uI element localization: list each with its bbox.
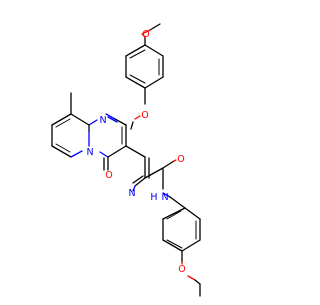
bond	[132, 185, 136, 192]
bond	[162, 207, 186, 220]
bond	[132, 175, 144, 184]
bond	[141, 29, 151, 35]
bond	[162, 160, 175, 169]
bond	[125, 76, 146, 89]
bond	[55, 118, 71, 128]
atom-labels: O O N N O N O N H O	[86, 29, 185, 275]
bond	[129, 49, 146, 59]
bond	[169, 196, 186, 209]
bond	[107, 145, 127, 158]
amide-nitrogen-label: N	[161, 192, 168, 203]
molecule-canvas: O O N N O N O N H O	[51, 23, 201, 297]
bond	[125, 44, 146, 57]
ethoxy-oxygen-label: O	[178, 264, 185, 275]
ring-nitrogen-bridge-label: N	[86, 147, 93, 158]
ether-oxygen-label: O	[141, 110, 148, 121]
bond	[194, 279, 201, 285]
bond	[70, 150, 83, 158]
bond	[173, 159, 177, 162]
bond	[105, 113, 116, 120]
bond	[187, 275, 196, 281]
bond	[55, 143, 71, 153]
bond	[129, 74, 146, 84]
amide-oxygen-label: O	[177, 154, 184, 165]
bond	[130, 121, 134, 130]
methoxy-oxygen-label: O	[142, 29, 149, 40]
bond	[142, 34, 146, 38]
ring-nitrogen-top-label: N	[99, 115, 106, 126]
bond	[125, 145, 146, 158]
bond	[144, 167, 164, 179]
ketone-oxygen-label: O	[105, 170, 112, 181]
bonds	[51, 23, 201, 297]
bond	[162, 192, 171, 198]
bond	[107, 116, 118, 123]
bond	[144, 76, 164, 89]
bond	[51, 145, 72, 158]
bond	[166, 239, 183, 249]
bond	[114, 118, 127, 126]
bond	[144, 44, 164, 57]
bond	[162, 239, 183, 252]
bond	[184, 207, 201, 220]
bond	[134, 177, 146, 187]
bond	[181, 239, 201, 252]
bond	[134, 115, 141, 120]
bond	[70, 113, 90, 126]
nitrile-nitrogen-label: N	[128, 188, 135, 199]
molecule-structure: O O N N O N O N H O	[51, 23, 201, 297]
bond	[51, 113, 72, 126]
bond	[166, 210, 182, 220]
bond	[149, 23, 161, 31]
bond	[88, 119, 98, 126]
bond	[99, 151, 109, 158]
amide-hydrogen-label: H	[150, 192, 157, 203]
